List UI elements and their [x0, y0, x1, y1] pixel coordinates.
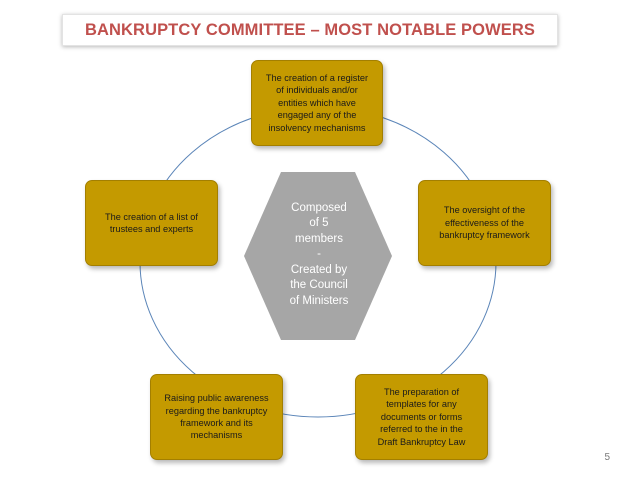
- power-node-oversight-text: The oversight of the effectiveness of th…: [439, 205, 530, 241]
- power-node-oversight: The oversight of the effectiveness of th…: [418, 180, 551, 266]
- power-node-templates: The preparation of templates for any doc…: [355, 374, 488, 460]
- slide-title: BANKRUPTCY COMMITTEE – MOST NOTABLE POWE…: [84, 20, 535, 39]
- power-node-register-text: The creation of a register of individual…: [265, 72, 369, 133]
- power-node-templates-text: The preparation of templates for any doc…: [377, 386, 466, 447]
- center-hexagon: [244, 172, 392, 340]
- slide-title-bar: BANKRUPTCY COMMITTEE – MOST NOTABLE POWE…: [62, 14, 558, 46]
- center-label: Composed of 5 members - Created by the C…: [270, 190, 368, 320]
- power-node-trustees: The creation of a list of trustees and e…: [85, 180, 218, 266]
- power-node-awareness: Raising public awareness regarding the b…: [150, 374, 283, 460]
- power-node-awareness-text: Raising public awareness regarding the b…: [164, 393, 269, 441]
- power-node-trustees-text: The creation of a list of trustees and e…: [105, 211, 198, 234]
- center-text: Composed of 5 members - Created by the C…: [289, 201, 349, 307]
- power-node-register: The creation of a register of individual…: [251, 60, 383, 146]
- page-number: 5: [604, 452, 610, 463]
